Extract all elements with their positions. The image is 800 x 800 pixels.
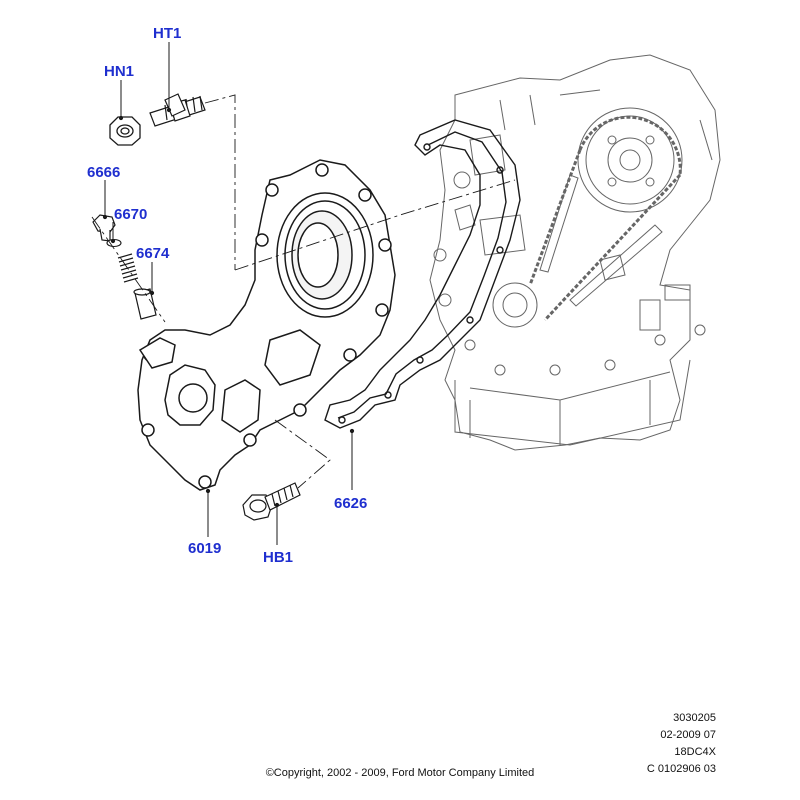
gasket-6626 xyxy=(324,119,521,429)
callout-6670: 6670 xyxy=(114,206,148,223)
leader-lines xyxy=(102,42,355,545)
callout-6019: 6019 xyxy=(188,540,222,557)
nut-hn1 xyxy=(109,116,141,146)
callout-ht1: HT1 xyxy=(153,25,182,42)
callout-6674: 6674 xyxy=(136,245,170,262)
drawing-reference-block: 3030205 02-2009 07 18DC4X C 0102906 03 xyxy=(647,710,716,778)
copyright-notice: ©Copyright, 2002 - 2009, Ford Motor Comp… xyxy=(265,767,535,779)
bolt-hb1 xyxy=(242,482,301,521)
plunger-6674 xyxy=(133,288,157,320)
callout-6626: 6626 xyxy=(334,495,368,512)
engine-block xyxy=(429,54,721,451)
callout-hn1: HN1 xyxy=(104,63,135,80)
callout-hb1: HB1 xyxy=(263,549,294,566)
callout-6666: 6666 xyxy=(87,164,121,181)
reference-line-2: 02-2009 07 xyxy=(660,729,716,741)
stud-ht1 xyxy=(149,93,206,127)
reference-line-4: C 0102906 03 xyxy=(646,763,716,775)
front-cover-6019 xyxy=(137,159,396,491)
assembly-axis-lines xyxy=(91,94,516,489)
reference-line-3: 18DC4X xyxy=(674,746,716,758)
reference-line-1: 3030205 xyxy=(673,712,716,724)
plug-6666 xyxy=(92,214,116,242)
